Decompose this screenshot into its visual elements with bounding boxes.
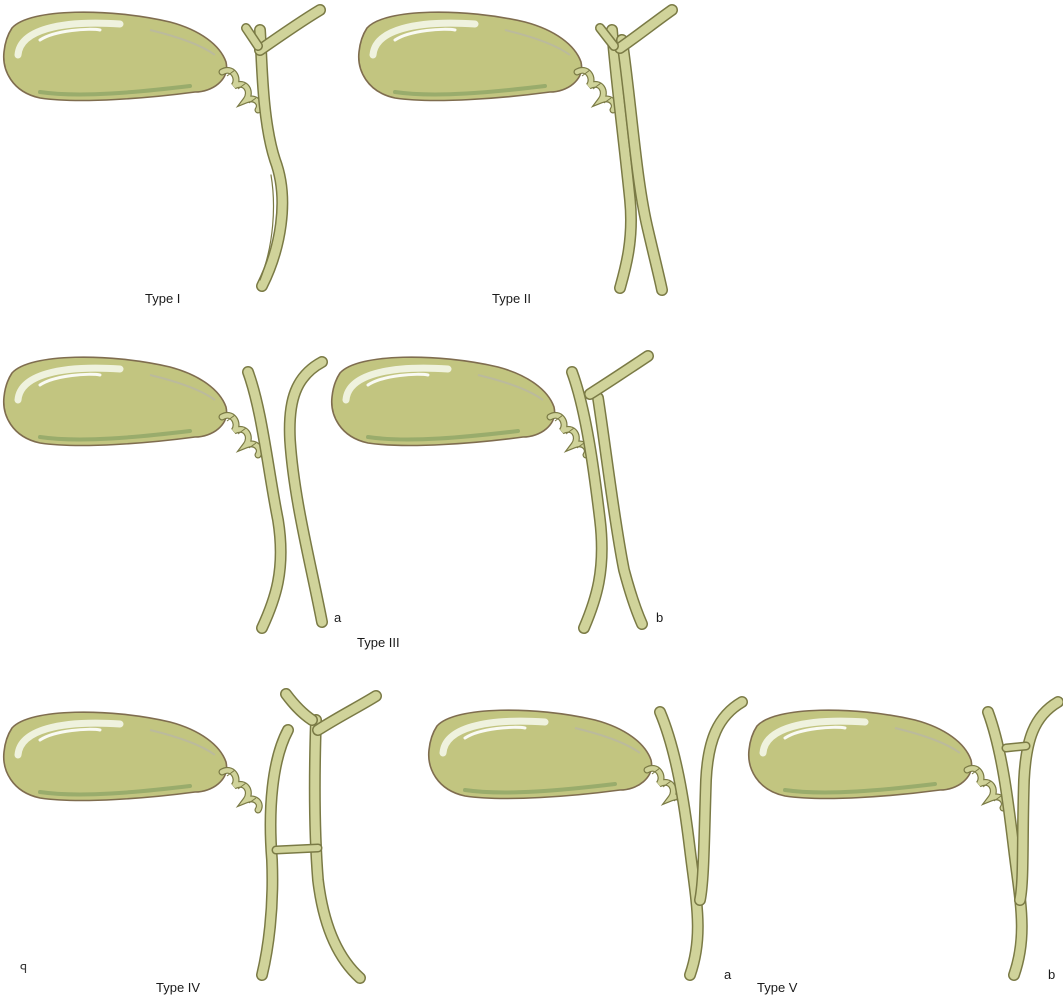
bile-duct (246, 10, 320, 286)
gallbladder (429, 710, 684, 808)
bile-duct (262, 694, 376, 978)
bile-duct (248, 362, 322, 628)
type-v-a-diagram (429, 702, 742, 975)
type-iii-label: Type III (357, 635, 400, 650)
bile-duct (572, 356, 648, 628)
gallbladder (332, 357, 587, 455)
type-v-b-label: b (1048, 967, 1055, 982)
gallbladder (4, 712, 259, 810)
type-iii-b-label: b (656, 610, 663, 625)
gallbladder (4, 12, 259, 110)
gallbladder (4, 357, 259, 455)
gallbladder (359, 12, 614, 110)
type-iv-diagram (4, 694, 376, 978)
type-iii-b-diagram (332, 356, 648, 628)
type-v-b-diagram (749, 702, 1058, 975)
type-ii-label: Type II (492, 291, 531, 306)
type-iv-label: Type IV (156, 980, 200, 995)
artist-signature: ꟼ (20, 962, 27, 976)
type-v-label: Type V (757, 980, 798, 995)
type-ii-diagram (359, 10, 672, 290)
type-iii-a-diagram (4, 357, 322, 628)
bile-duct (600, 10, 672, 290)
bile-duct (660, 702, 742, 975)
gallbladder (749, 710, 1004, 808)
bile-duct (988, 702, 1058, 975)
type-iii-a-label: a (334, 610, 342, 625)
type-i-label: Type I (145, 291, 180, 306)
type-v-a-label: a (724, 967, 732, 982)
type-i-diagram (4, 10, 320, 286)
